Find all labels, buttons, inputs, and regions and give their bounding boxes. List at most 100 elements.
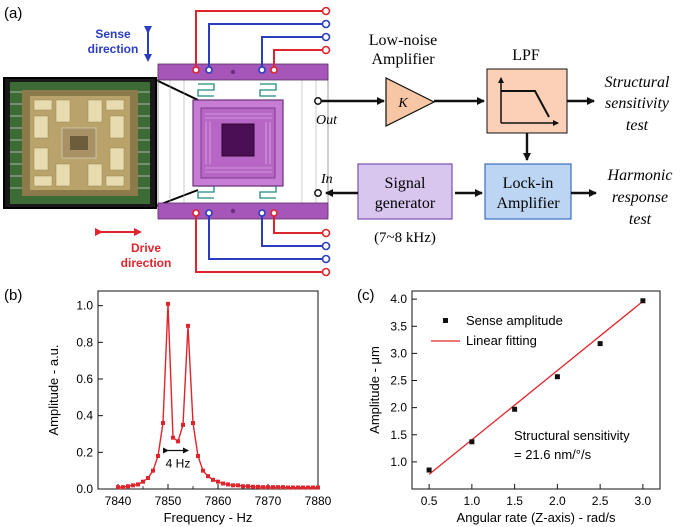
chart-b-data-point [286,485,290,490]
chart-b-data-point [221,481,225,486]
chart-c-xtick-label: 1.5 [506,494,523,508]
chart-c-data-point [469,439,475,445]
chart-b-data-point [301,485,305,490]
lockin-label-2: Amplifier [496,195,560,212]
lockin-label-1: Lock-in [503,175,554,192]
harmonic-test-1: Harmonic [607,167,673,184]
bottom-anchor-bar [157,202,329,220]
wires-top [195,10,322,70]
proof-mass [221,123,255,157]
chart-b-data-point [141,479,145,484]
chart-c-xtick-label: 3.0 [635,494,652,508]
chart-b-data-point [176,439,180,444]
chart-c-ytick-label: 3.5 [390,319,407,333]
sense-direction-label-1: Sense [95,27,131,41]
amplifier-title-2: Amplifier [371,51,435,68]
structural-test-3: test [626,117,649,134]
chart-b-data-point [166,301,170,306]
chart-b-xtick-label: 7860 [205,494,232,508]
chart-b-data-point [291,485,295,490]
in-label: In [320,172,333,187]
chart-b-data-point [216,479,220,484]
chart-c-data-point [554,374,560,380]
chart-c-xtick-label: 0.5 [421,494,438,508]
chart-b-ytick-label: 0.2 [76,445,93,459]
amplifier-title-1: Low-noise [369,32,437,49]
top-anchor-bar [157,63,329,81]
chart-b-data-point [306,485,310,490]
chart-b-data-point [181,422,185,427]
lpf-title: LPF [512,47,540,64]
chart-b-ytick-label: 0.0 [76,482,93,496]
chip-photo [3,77,157,209]
chart-c-legend-marker [443,318,448,323]
chart-b-data-point [156,454,160,458]
drive-direction-label-1: Drive [131,241,161,255]
chart-c-ytick-label: 1.0 [390,455,407,469]
chart-c-ytick-label: 4.0 [390,292,407,306]
chart-b-data-point [161,421,165,425]
chart-c-ytick-label: 3.0 [390,346,407,360]
amplifier-triangle [385,77,436,127]
panel-label-c: (c) [357,287,375,304]
chart-c-fit-line [428,300,644,475]
chart-b-data-point [296,485,300,490]
chart-b-data-point [116,485,120,490]
chart-b-ytick-label: 0.8 [76,335,93,349]
chart-c-annotation-1: Structural sensitivity [514,428,630,443]
chart-c-data-point [640,298,646,304]
chart-c-data-point [597,341,603,347]
out-terminal [314,97,322,105]
panel-label-b: (b) [4,287,22,304]
chart-b-xtick-label: 7870 [255,494,282,508]
chart-b-data-point [126,484,130,489]
terminals-top [192,6,331,74]
chart-c-ylabel: Amplitude - μm [367,346,382,434]
chart-b-data-point [206,474,210,479]
chart-b-data-point [316,485,320,490]
chart-b-data-point [146,476,150,480]
gyroscope-structure [157,63,329,220]
chart-c-legend-fit: Linear fitting [466,333,537,348]
chart-b-data-point [311,485,315,490]
chart-b-data-point [186,323,190,328]
chart-c-ytick-label: 2.0 [390,401,407,415]
chart-b-data-point [231,483,235,488]
signal-generator-box [357,163,453,220]
chart-b-data-point [261,485,265,490]
chart-b-data-point [201,468,205,473]
harmonic-test-2: response [612,189,668,206]
chart-c-xtick-label: 2.0 [549,494,566,508]
chart-b-data-point [136,482,140,487]
signal-generator-label-1: Signal [385,175,426,192]
structural-test-2: sensitivity [605,95,670,112]
chart-b-series-line [118,303,318,489]
chart-b-data-point [191,421,195,425]
chart-b-data-point [281,485,285,490]
chart-c-ytick-label: 1.5 [390,428,407,442]
chart-b-data-point [131,483,135,488]
chart-b-frame [97,290,319,490]
chart-c-legend-scatter: Sense amplitude [466,313,563,328]
chart-b-data-point [251,484,255,489]
chart-b-ytick-label: 0.6 [76,372,93,386]
in-terminal [314,189,322,197]
signal-generator-label-2: generator [375,195,436,212]
chart-b-data-point [266,485,270,490]
frequency-range: (7~8 kHz) [374,230,436,246]
chart-b-data-point [271,485,275,490]
chart-c-ytick-label: 2.5 [390,374,407,388]
chart-c-data-point [426,467,432,473]
chart-b-data-point [196,454,200,458]
structural-test-1: Structural [605,74,670,91]
terminals-bottom [192,209,331,277]
chart-b-ylabel: Amplitude - a.u. [46,344,61,435]
chart-b-data-point [241,484,245,489]
chart-c-xlabel: Angular rate (Z-axis) - rad/s [457,510,616,525]
lockin-box [484,163,572,220]
out-label: Out [316,113,338,128]
